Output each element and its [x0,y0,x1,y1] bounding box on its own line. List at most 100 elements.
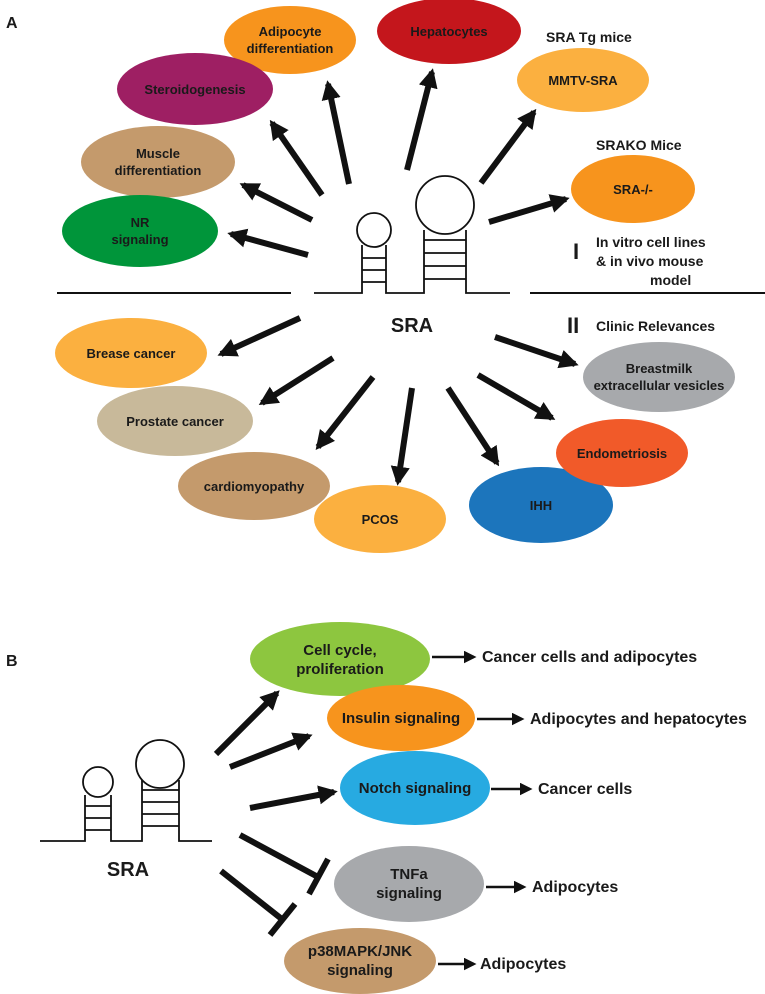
sra-center-label-b: SRA [107,859,149,881]
panel-b-result-arrows [432,650,533,971]
node-cardiomyopathy: cardiomyopathy [178,452,330,520]
node-line: cardiomyopathy [204,479,305,494]
effect-tnfa: TNFa signaling [334,846,484,922]
effect-shape [340,751,490,825]
effect-shape [284,928,436,994]
node-shape [178,452,330,520]
inhibit-tnfa-bar [306,857,331,896]
svg-text:SRA-/-: SRA-/- [613,182,653,197]
node-sra-ko: SRA-/- [571,155,695,223]
panel-a-letter: A [6,15,18,32]
svg-text:Insulin signaling: Insulin signaling [342,710,460,727]
arrow-to-brease-cancer [217,315,302,357]
node-endometriosis: Endometriosis [556,419,688,487]
node-shape [224,6,356,74]
node-line: differentiation [247,41,334,56]
node-steroidogenesis: Steroidogenesis [117,53,273,125]
node-hepatocytes: Hepatocytes [377,0,521,64]
node-line: Endometriosis [577,446,667,461]
sra-rna-structure-a [314,175,510,294]
effect-line: signaling [376,885,442,902]
node-shape [55,318,207,388]
label-clinic-relevances: Clinic Relevances [596,318,715,334]
svg-text:Hepatocytes: Hepatocytes [410,24,487,39]
arrow-to-pcos [390,387,415,486]
svg-text:Notch signaling: Notch signaling [359,780,472,797]
effect-shape [250,622,430,696]
result-insulin: Adipocytes and hepatocytes [530,711,747,728]
panel-a-arrows [217,68,579,486]
svg-text:IHH: IHH [530,498,552,513]
node-brease-cancer: Brease cancer [55,318,207,388]
svg-text:Cell cycle,proliferation: Cell cycle, proliferation [296,642,384,678]
effect-notch: Notch signaling [340,751,490,825]
arrow-to-muscle [239,182,314,223]
node-ihh: IHH [469,467,613,543]
label-roman-1: I [573,239,579,264]
result-notch: Cancer cells [538,781,632,798]
effect-line: Notch signaling [359,780,472,797]
node-line: signaling [111,232,168,247]
arrow-to-cardiomyopathy [315,375,376,451]
panel-a-ellipses: Adipocyte differentiation Hepatocytes Ste… [55,0,735,553]
label-invitro: In vitro cell lines & in vivo mouse mode… [596,234,710,288]
result-p38: Adipocytes [480,956,566,973]
node-line: extracellular vesicles [594,378,725,393]
node-line: Breastmilk [626,361,693,376]
node-shape [117,53,273,125]
effect-shape [327,685,475,751]
node-shape [517,48,649,112]
arrow-to-breastmilk [494,334,579,369]
node-line: Brease cancer [87,346,176,361]
node-line: Muscle [136,146,180,161]
arrow-to-cell-cycle [213,690,280,757]
node-breastmilk-evs: Breastmilk extracellular vesicles [583,342,735,412]
node-prostate-cancer: Prostate cancer [97,386,253,456]
arrow-to-hepatocytes [404,68,438,171]
arrow-to-mmtv [478,108,537,185]
node-line: differentiation [115,163,202,178]
node-line: Steroidogenesis [144,82,245,97]
sra-center-label-a: SRA [391,315,433,337]
node-shape [469,467,613,543]
invitro-line: model [650,272,691,288]
node-adipocyte-differentiation: Adipocyte differentiation [224,6,356,74]
inhibit-p38 [219,868,285,923]
node-mmtv-sra: MMTV-SRA [517,48,649,112]
invitro-line: In vitro cell lines [596,234,706,250]
result-cell-cycle: Cancer cells and adipocytes [482,649,697,666]
node-muscle-differentiation: Muscle differentiation [81,126,235,198]
effect-line: Cell cycle, [303,642,376,659]
node-line: Hepatocytes [410,24,487,39]
node-line: IHH [530,498,552,513]
svg-text:cardiomyopathy: cardiomyopathy [204,479,305,494]
effect-shape [334,846,484,922]
inhibit-p38-bar [267,902,298,937]
result-tnfa: Adipocytes [532,879,618,896]
node-line: Adipocyte [259,24,322,39]
svg-text:Prostate cancer: Prostate cancer [126,414,224,429]
svg-text:PCOS: PCOS [362,512,399,527]
effect-line: TNFa [390,866,428,883]
node-line: MMTV-SRA [548,73,618,88]
node-shape [556,419,688,487]
sra-rna-structure-b [40,739,212,842]
effect-line: Insulin signaling [342,710,460,727]
node-line: SRA-/- [613,182,653,197]
panel-b-sra-arrows [213,690,338,937]
effect-line: signaling [327,962,393,979]
arrow-to-notch [249,785,338,811]
node-shape [314,485,446,553]
node-shape [81,126,235,198]
arrow-to-steroidogenesis [269,119,325,197]
node-shape [97,386,253,456]
label-sra-tg-mice: SRA Tg mice [546,29,632,45]
effect-line: proliferation [296,661,384,678]
node-shape [377,0,521,64]
effect-insulin: Insulin signaling [327,685,475,751]
